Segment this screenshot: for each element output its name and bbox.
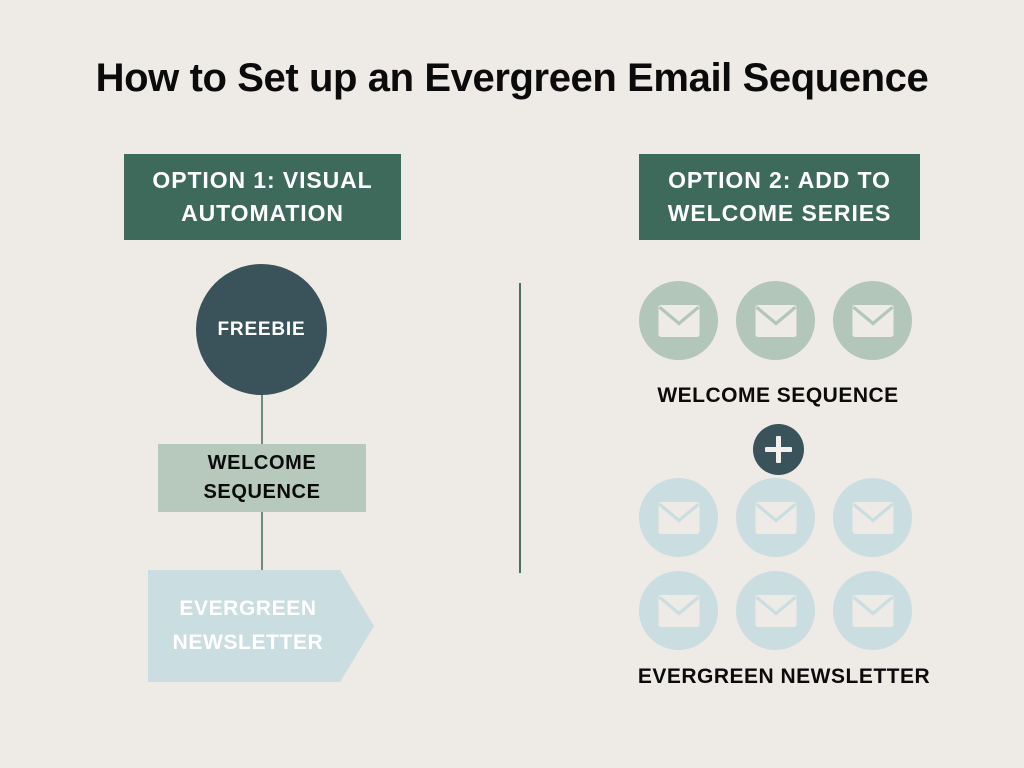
welcome-sequence-node: WELCOME SEQUENCE: [158, 444, 366, 512]
flow-connector-welcome-to-evergreen: [261, 510, 263, 572]
evergreen-newsletter-node: EVERGREEN NEWSLETTER: [148, 570, 374, 682]
evergreen-newsletter-icon-grid: [639, 478, 912, 650]
welcome-sequence-group-label: WELCOME SEQUENCE: [657, 384, 899, 407]
welcome-sequence-node-line-2: SEQUENCE: [203, 481, 321, 503]
welcome-sequence-icon-grid: [639, 281, 912, 360]
evergreen-newsletter-node-line-1: EVERGREEN: [179, 597, 317, 621]
freebie-node: FREEBIE: [196, 264, 327, 395]
evergreen-newsletter-group-label: EVERGREEN NEWSLETTER: [637, 665, 931, 688]
plus-icon-vertical-bar: [776, 436, 781, 463]
envelope-icon: [833, 478, 912, 557]
option-2-banner-line-2: WELCOME SERIES: [667, 200, 892, 226]
page-title: How to Set up an Evergreen Email Sequenc…: [95, 56, 929, 100]
envelope-icon: [639, 281, 718, 360]
plus-icon: [753, 424, 804, 475]
option-2-banner: OPTION 2: ADD TO WELCOME SERIES: [639, 154, 920, 240]
envelope-icon: [639, 478, 718, 557]
envelope-icon: [639, 571, 718, 650]
option-1-banner: OPTION 1: VISUAL AUTOMATION: [124, 154, 401, 240]
column-divider: [519, 283, 521, 573]
option-2-banner-line-1: OPTION 2: ADD TO: [668, 167, 891, 194]
option-1-banner-line-1: OPTION 1: VISUAL: [152, 167, 373, 194]
envelope-icon: [833, 281, 912, 360]
envelope-icon: [833, 571, 912, 650]
envelope-icon: [736, 478, 815, 557]
flow-connector-freebie-to-welcome: [261, 380, 263, 446]
freebie-node-label: FREEBIE: [217, 318, 306, 340]
welcome-sequence-node-line-1: WELCOME: [207, 452, 317, 474]
evergreen-newsletter-node-line-2: NEWSLETTER: [172, 631, 324, 654]
option-1-banner-line-2: AUTOMATION: [181, 200, 344, 226]
envelope-icon: [736, 281, 815, 360]
envelope-icon: [736, 571, 815, 650]
